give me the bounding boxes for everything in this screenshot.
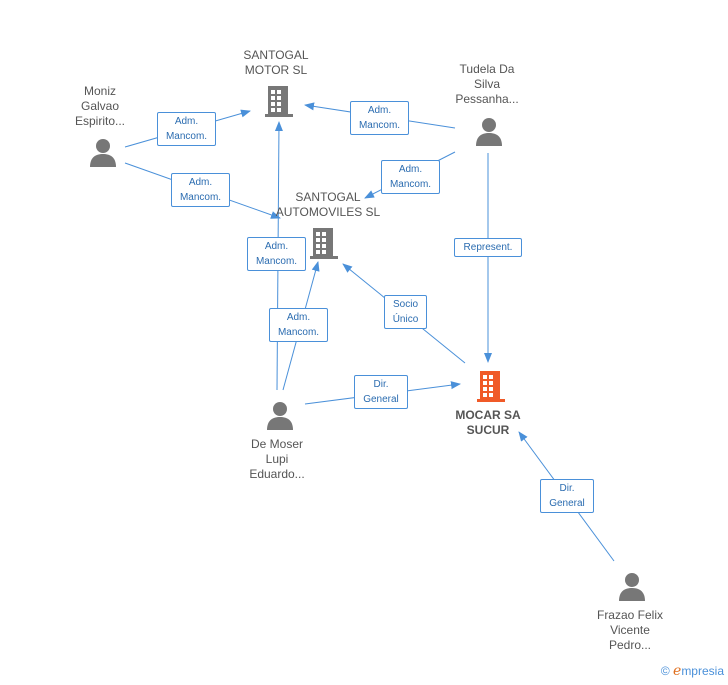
footer-brand: © empresia [661, 663, 724, 679]
node-label: Tudela Da Silva Pessanha... [455, 62, 519, 106]
node-santogal-motor[interactable]: SANTOGAL MOTOR SL [226, 48, 326, 78]
copyright-mark: © [660, 664, 670, 678]
edge-label-dir-general[interactable]: Dir. General [540, 479, 594, 513]
person-icon [267, 402, 293, 430]
edge-label-represent[interactable]: Represent. [454, 238, 522, 257]
node-tudela[interactable]: Tudela Da Silva Pessanha... [442, 62, 532, 107]
node-label: SANTOGAL MOTOR SL [243, 48, 309, 77]
edge-label-adm-mancom[interactable]: Adm. Mancom. [269, 308, 328, 342]
node-frazao[interactable]: Frazao Felix Vicente Pedro... [582, 608, 678, 653]
node-demoser[interactable]: De Moser Lupi Eduardo... [232, 437, 322, 482]
node-label: SANTOGAL AUTOMOVILES SL [275, 190, 381, 219]
building-icon [310, 228, 338, 259]
node-mocar[interactable]: MOCAR SA SUCUR [438, 408, 538, 438]
building-icon-main [477, 371, 505, 402]
edge-label-adm-mancom[interactable]: Adm. Mancom. [157, 112, 216, 146]
brand-logo-initial: e [673, 663, 682, 679]
node-label: Moniz Galvao Espirito... [74, 84, 125, 128]
node-santogal-automoviles[interactable]: SANTOGAL AUTOMOVILES SL [268, 190, 388, 220]
edge-label-adm-mancom[interactable]: Adm. Mancom. [171, 173, 230, 207]
edge-label-dir-general[interactable]: Dir. General [354, 375, 408, 409]
node-label: De Moser Lupi Eduardo... [249, 437, 305, 481]
edge-label-adm-mancom[interactable]: Adm. Mancom. [350, 101, 409, 135]
node-moniz[interactable]: Moniz Galvao Espirito... [60, 84, 140, 129]
edge-label-socio-unico[interactable]: Socio Único [384, 295, 427, 329]
brand-logo-text: mpresia [681, 664, 724, 678]
building-icon [265, 86, 293, 117]
person-icon [619, 573, 645, 601]
person-icon [476, 118, 502, 146]
edge-label-adm-mancom[interactable]: Adm. Mancom. [247, 237, 306, 271]
node-label: MOCAR SA SUCUR [455, 408, 521, 437]
node-label: Frazao Felix Vicente Pedro... [596, 608, 664, 652]
person-icon [90, 139, 116, 167]
edge-label-adm-mancom[interactable]: Adm. Mancom. [381, 160, 440, 194]
